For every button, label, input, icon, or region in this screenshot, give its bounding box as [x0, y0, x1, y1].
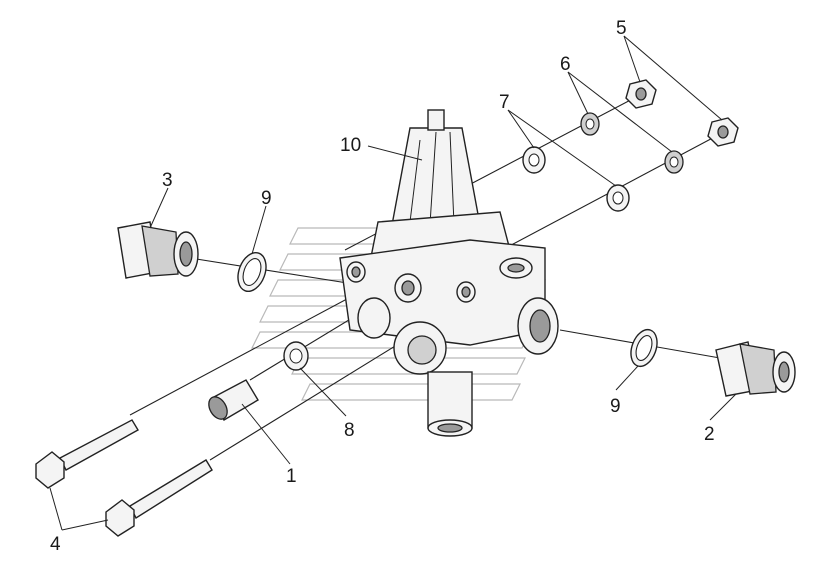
callout-5: 5 [616, 18, 627, 39]
callout-10: 10 [340, 135, 361, 156]
callout-9-right: 9 [610, 396, 621, 417]
callout-7: 7 [499, 92, 510, 113]
washer-7-upper [522, 146, 546, 174]
callout-1: 1 [286, 466, 297, 487]
fitting-1 [208, 379, 259, 421]
o-ring-9-right [630, 328, 658, 368]
washer-6-lower [664, 150, 684, 174]
callout-9-left: 9 [261, 188, 272, 209]
nut-5-upper [625, 79, 657, 109]
washer-6-upper [580, 112, 600, 136]
leader-lines [49, 35, 737, 531]
callout-labels: 10 3 9 7 6 5 8 1 9 2 4 [50, 18, 715, 555]
fitting-3 [117, 221, 199, 279]
nut-5-lower [707, 117, 739, 147]
fitting-2 [715, 341, 796, 397]
bolt-lower [105, 459, 213, 537]
callout-4: 4 [50, 534, 61, 555]
callout-8: 8 [344, 420, 355, 441]
bolt-upper [35, 419, 139, 489]
washer-8 [283, 341, 309, 371]
callout-2: 2 [704, 424, 715, 445]
o-ring-9-left [237, 251, 267, 293]
callout-6: 6 [560, 54, 571, 75]
washer-7-lower [606, 184, 630, 212]
valve-body [339, 109, 559, 437]
callout-3: 3 [162, 170, 173, 191]
